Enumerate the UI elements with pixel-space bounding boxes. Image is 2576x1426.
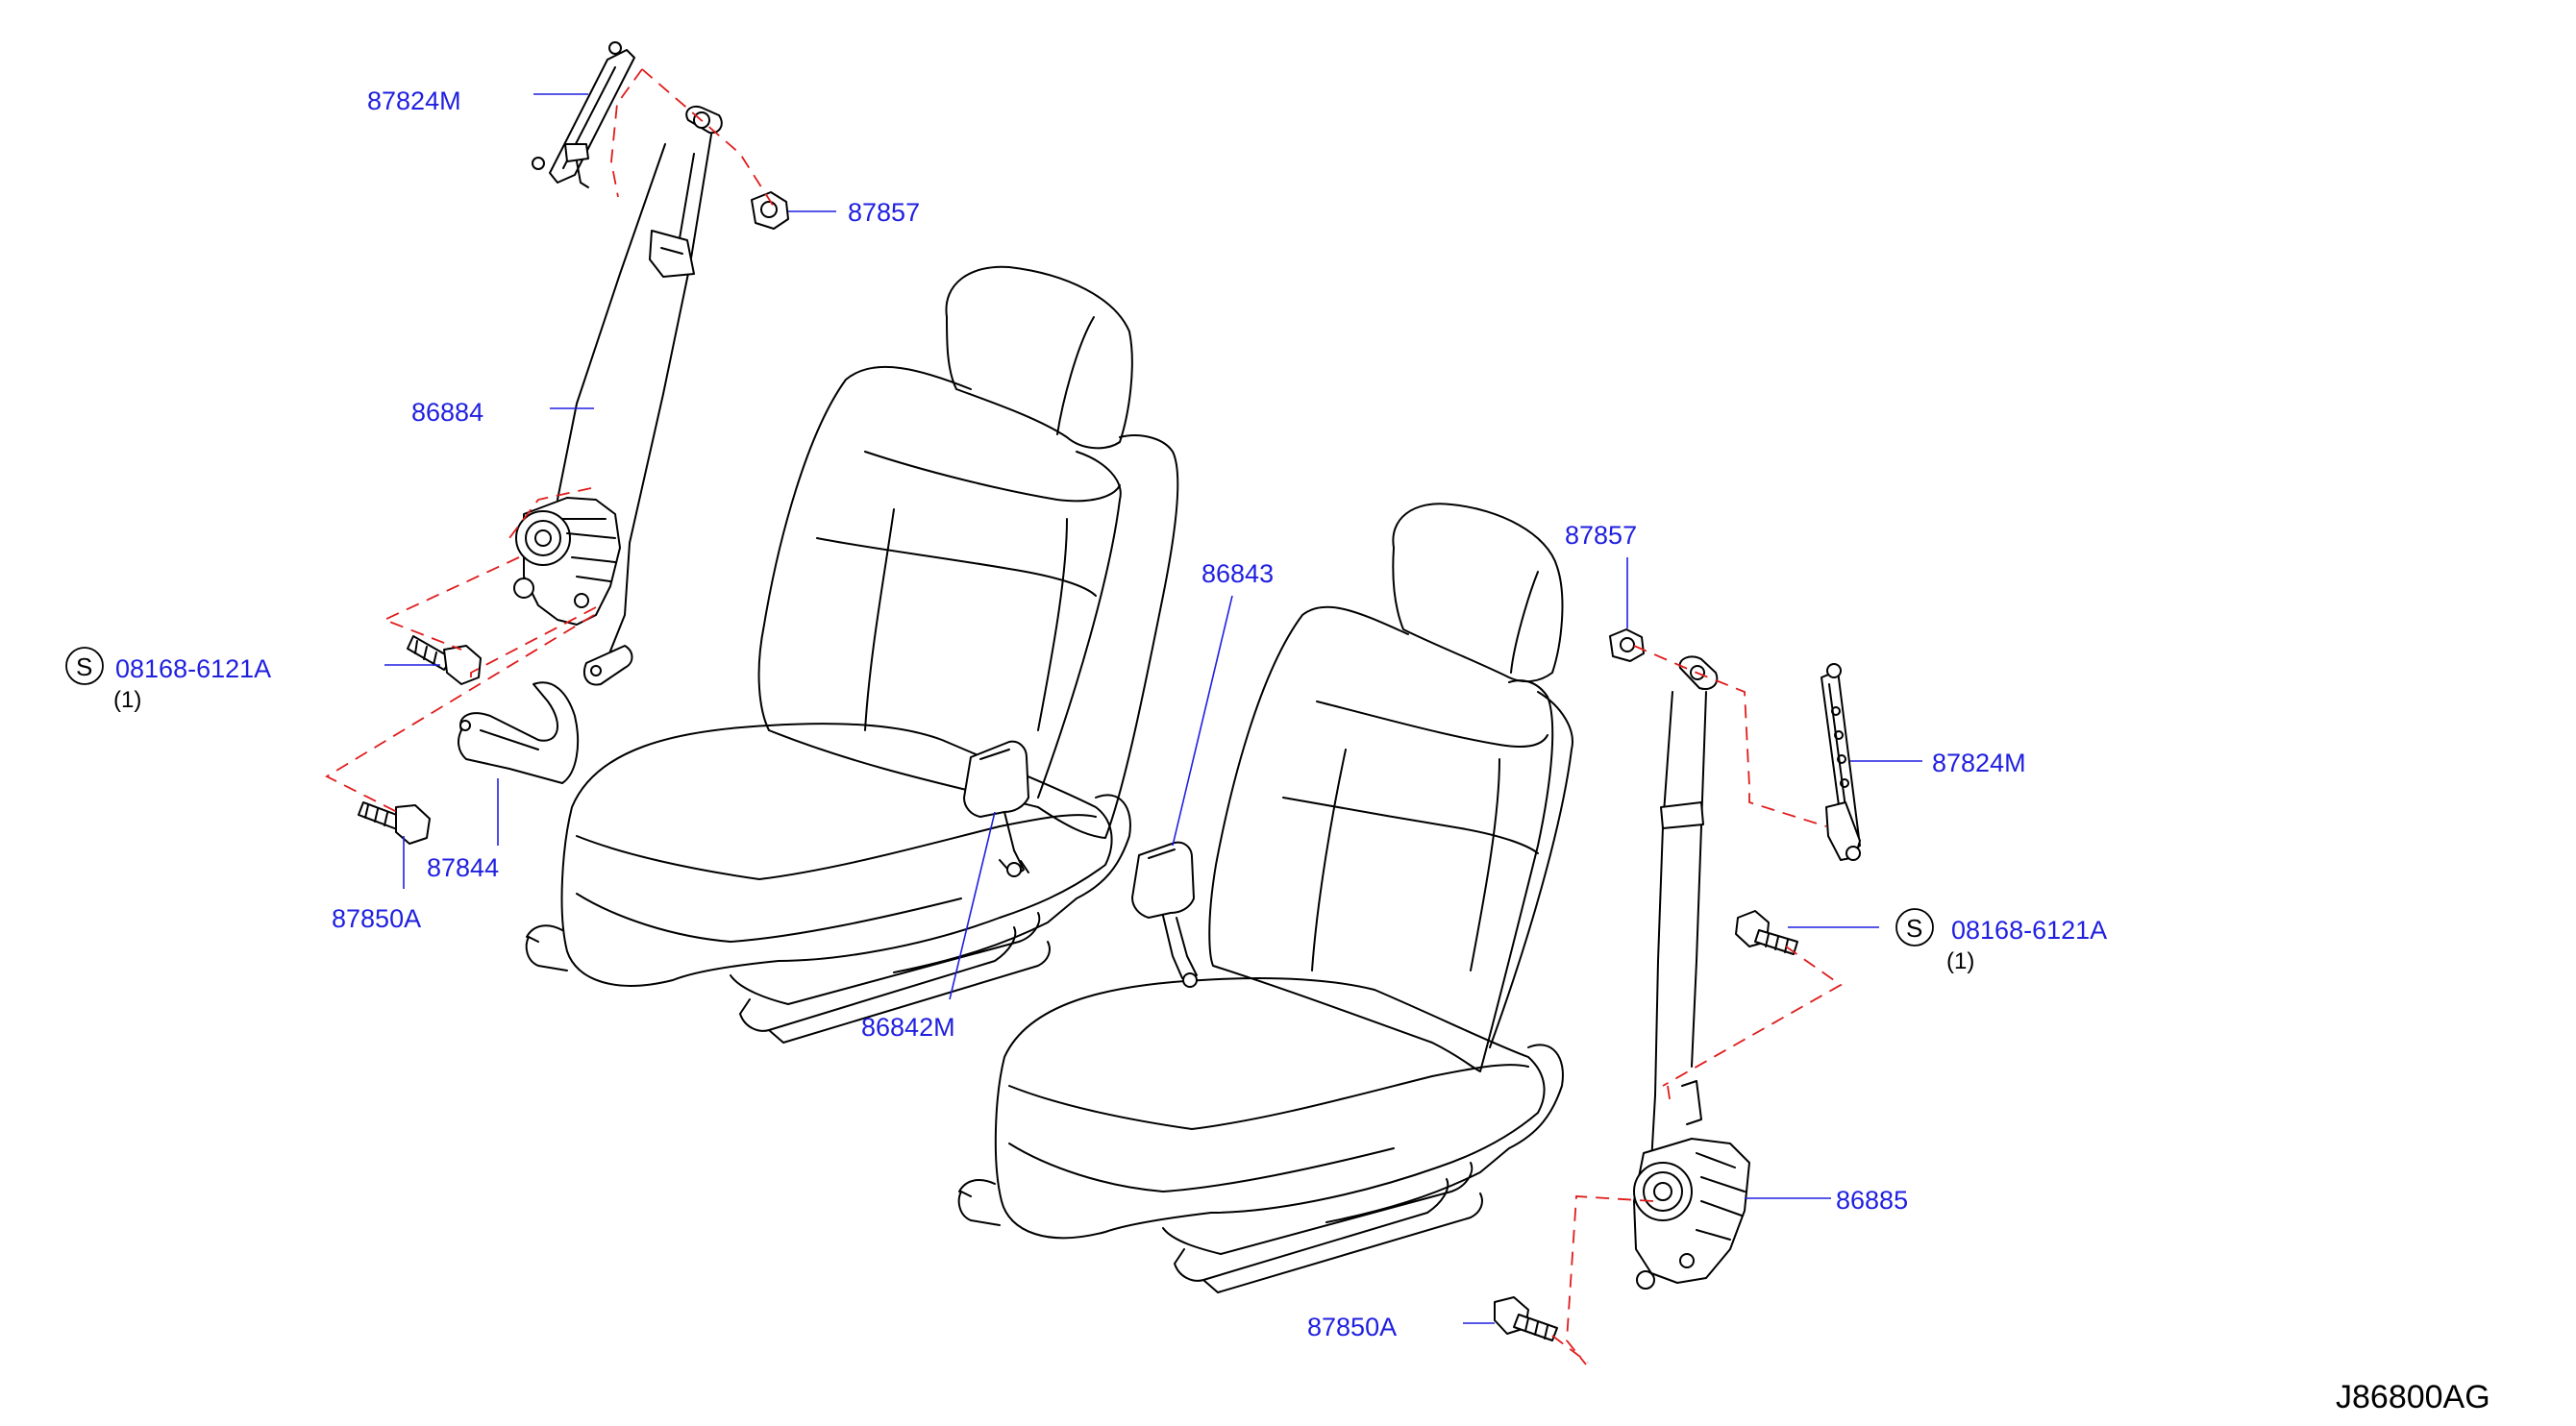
standard-part-symbol-left (65, 647, 104, 685)
label-87824M-right: 87824M (1932, 749, 2026, 777)
left-seat-belt-assembly (513, 105, 723, 686)
label-86885: 86885 (1836, 1186, 1908, 1215)
label-87857-upper: 87857 (848, 198, 920, 227)
part-labels: 87824M 87857 86884 S 08168-6121A (1) 878… (65, 86, 2107, 1341)
left-height-adjuster-87824M (532, 41, 635, 188)
quantity-left: (1) (113, 687, 141, 713)
quantity-right: (1) (1946, 948, 1974, 974)
anchor-nut-87857-right (1609, 628, 1645, 662)
dashed-assembly-guides (325, 68, 1843, 1365)
bolt-08168-left (407, 635, 482, 685)
left-front-seat (525, 265, 1179, 1044)
trim-cover-87844 (458, 681, 580, 784)
label-86843: 86843 (1201, 559, 1274, 588)
standard-part-letter-left: S (76, 652, 92, 681)
label-87844: 87844 (427, 853, 499, 882)
bolt-87850A-left (358, 801, 431, 845)
right-height-adjuster-87824M (1821, 663, 1861, 861)
label-08168-left: 08168-6121A (115, 654, 271, 683)
standard-part-symbol-right (1895, 908, 1934, 947)
label-08168-right: 08168-6121A (1951, 916, 2107, 945)
label-86884: 86884 (411, 398, 483, 427)
right-front-seat (957, 503, 1573, 1293)
label-87857-right: 87857 (1565, 521, 1637, 550)
leader-lines (384, 93, 1922, 1324)
label-87850A-bottom: 87850A (1307, 1313, 1397, 1341)
diagram-reference-code: J86800AG (2336, 1379, 2490, 1415)
right-seat-belt-assembly (1633, 655, 1750, 1290)
label-86842M: 86842M (861, 1013, 955, 1042)
label-87824M-upper: 87824M (367, 86, 461, 115)
bolt-87850A-bottom (1494, 1296, 1558, 1341)
standard-part-letter-right: S (1906, 914, 1922, 943)
label-87850A-left: 87850A (332, 904, 421, 933)
anchor-nut-87857-upper (751, 191, 789, 230)
